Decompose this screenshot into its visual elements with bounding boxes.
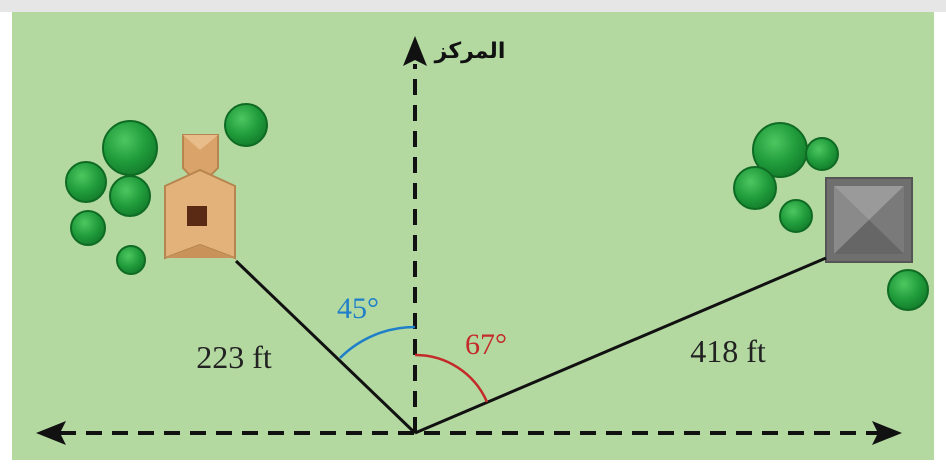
- field-background: [12, 12, 934, 460]
- right-angle-label: 67°: [465, 328, 507, 361]
- left-angle-label: 45°: [337, 292, 379, 325]
- tree-icon: [805, 137, 839, 171]
- east-arrowhead-icon: [872, 421, 902, 445]
- right-distance-label: 418 ft: [690, 333, 766, 369]
- west-arrowhead-icon: [36, 421, 66, 445]
- left-angle-arc: [339, 325, 416, 359]
- left-distance-label: 223 ft: [196, 339, 272, 375]
- house-left-icon: [164, 134, 236, 260]
- right-bearing-line: [414, 256, 827, 435]
- tree-icon: [224, 103, 268, 147]
- tree-icon: [116, 245, 146, 275]
- house-right-icon: [825, 177, 913, 263]
- right-angle-arc: [414, 353, 489, 403]
- tree-icon: [65, 161, 107, 203]
- tree-cluster-right: [733, 122, 929, 311]
- north-label: المركز: [434, 39, 506, 64]
- tree-icon: [102, 120, 158, 176]
- tree-icon: [779, 199, 813, 233]
- tree-icon: [109, 175, 151, 217]
- tree-icon: [70, 210, 106, 246]
- tree-icon: [733, 166, 777, 210]
- top-border: [0, 0, 946, 12]
- north-arrowhead-icon: [403, 36, 427, 66]
- left-bearing-line: [234, 259, 417, 435]
- tree-cluster-left: [65, 103, 268, 275]
- tree-icon: [887, 269, 929, 311]
